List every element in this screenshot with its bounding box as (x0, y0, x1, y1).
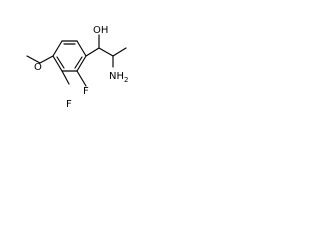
bond-ring-to-o (39, 55, 54, 64)
label-layer: OH NH 2 F F O (34, 25, 128, 110)
bond-c6-c1 (76, 40, 87, 57)
bond-ring-to-f3 (61, 70, 70, 85)
bond-c3-c4 (52, 55, 63, 72)
amine-label-group: NH 2 (109, 71, 128, 84)
bond-carbinol-to-amine-carbon (98, 47, 114, 57)
bond-c4-c5 (52, 40, 63, 57)
hydroxyl-label: OH (93, 25, 108, 36)
bond-c1-c2-inner (74, 56, 83, 69)
bond-c1-c2 (76, 55, 87, 72)
fluorine-3-label: F (66, 99, 72, 110)
amine-label: NH (109, 71, 124, 82)
structure-canvas: OH NH 2 F F O (0, 0, 152, 152)
fluorine-2-label: F (83, 86, 89, 97)
methoxy-oxygen-label: O (34, 62, 42, 73)
bond-ring-to-carbinol (85, 47, 100, 57)
bond-amine-carbon-to-methyl (112, 47, 127, 57)
molecule-diagram: OH NH 2 F F O (26, 25, 128, 110)
bond-o-to-methyl (26, 55, 41, 64)
bond-ring-to-f2 (76, 70, 87, 87)
amine-subscript: 2 (124, 76, 128, 84)
bond-layer (26, 34, 127, 87)
bond-c3-c4-inner (56, 56, 65, 69)
